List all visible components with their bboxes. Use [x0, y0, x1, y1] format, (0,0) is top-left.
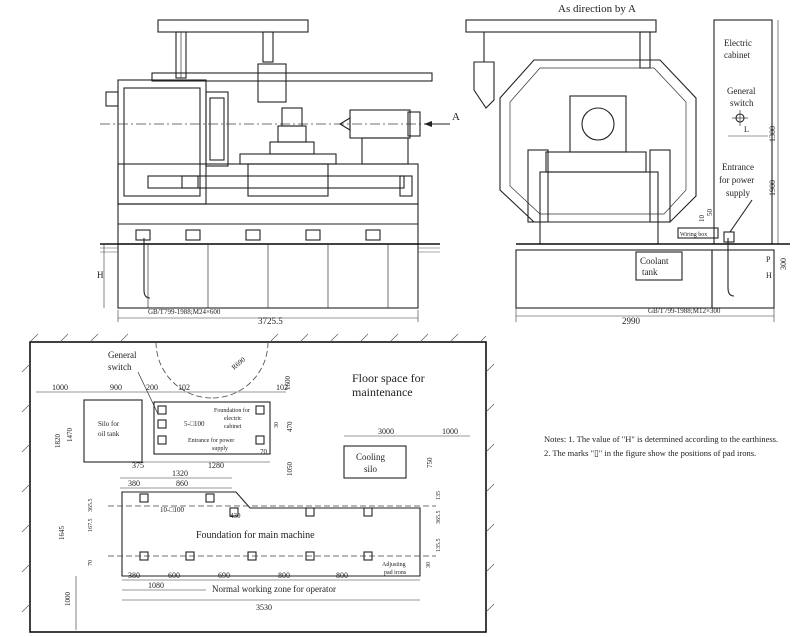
dim-600: 600: [168, 571, 180, 580]
dim-470: 470: [286, 421, 294, 432]
wiring-box-label: Wiring box: [680, 232, 707, 238]
side-width: 2990: [622, 316, 641, 326]
maintenance-label-1: Floor space for: [352, 371, 425, 385]
dim-300: 300: [779, 258, 788, 270]
dim-135b: 135.5: [436, 539, 442, 553]
dim-p: P: [766, 255, 771, 264]
maintenance-label-2: maintenance: [352, 385, 413, 399]
dim-1820: 1820: [54, 434, 62, 449]
coolant-label-2: tank: [642, 267, 658, 277]
general-switch-label-2: switch: [108, 362, 132, 372]
dim-70a: 70: [260, 448, 268, 456]
hole-large-label: 10-□100: [160, 506, 185, 514]
entrance-power-label-2: supply: [212, 446, 228, 452]
general-switch-label-1: General: [108, 350, 137, 360]
dim-900: 900: [110, 383, 122, 392]
dim-1320: 1320: [172, 469, 188, 478]
side-view-title: As direction by A: [558, 3, 636, 15]
dim-365b: 365.5: [436, 511, 442, 525]
note-line-2: 2. The marks "▯" in the figure show the …: [544, 448, 756, 458]
dim-167: 167.5: [88, 519, 94, 533]
cabinet-label-2: cabinet: [724, 50, 750, 60]
door-radius: R690: [230, 355, 247, 371]
cooling-silo-label-2: silo: [364, 464, 378, 474]
dim-1050: 1050: [286, 462, 294, 477]
working-zone-label: Normal working zone for operator: [212, 584, 336, 594]
foundation-cabinet-label-3: cabinet: [224, 424, 242, 430]
front-view: 3725.5 GB/T799-1988;M24×600 H A: [97, 19, 460, 326]
notes: Notes: 1. The value of "H" is determined…: [544, 434, 778, 458]
power-label-1: Entrance: [722, 162, 754, 172]
coolant-label-1: Coolant: [640, 256, 669, 266]
dim-h-side: H: [766, 271, 772, 280]
dim-10: 10: [698, 215, 706, 223]
side-view: As direction by A Electric cabinet Gener…: [465, 3, 790, 326]
dim-135a: 135: [436, 491, 442, 500]
dim-1300: 1300: [768, 126, 777, 142]
entrance-power-label-1: Entrance for power: [188, 437, 234, 444]
dim-l: L: [744, 125, 749, 134]
front-height-h: H: [97, 270, 104, 280]
front-foundation-bolt: GB/T799-1988;M24×600: [148, 308, 221, 316]
dim-1000b: 1000: [442, 427, 458, 436]
cooling-silo-label-1: Cooling: [356, 452, 386, 462]
plan-view: R690 1600 Floor space for maintenance Ge…: [21, 333, 495, 633]
dim-3530: 3530: [256, 603, 272, 612]
dim-50: 50: [706, 209, 714, 217]
front-length: 3725.5: [258, 316, 283, 326]
power-label-2: for power: [719, 175, 754, 185]
dim-1000a: 1000: [52, 383, 68, 392]
foundation-main-label: Foundation for main machine: [196, 530, 315, 541]
power-label-3: supply: [726, 188, 751, 198]
dim-430: 430: [230, 512, 241, 520]
note-line-1: Notes: 1. The value of "H" is determined…: [544, 434, 778, 444]
switch-label-2: switch: [730, 98, 754, 108]
dim-1600: 1600: [284, 376, 292, 391]
dim-800b: 800: [336, 571, 348, 580]
dim-200: 200: [146, 383, 158, 392]
dim-1470: 1470: [66, 428, 74, 443]
dim-800a: 800: [278, 571, 290, 580]
side-foundation-bolt: GB/T799-1988;M12×300: [648, 307, 721, 315]
dim-1080: 1080: [148, 581, 164, 590]
dim-750: 750: [426, 457, 434, 468]
silo-oil-label-1: Silo for: [98, 420, 120, 428]
hole-small-label: 5-□100: [184, 420, 205, 428]
dim-380b: 380: [128, 571, 140, 580]
dim-3000: 3000: [378, 427, 394, 436]
silo-oil-label-2: oil tank: [98, 430, 120, 438]
adjusting-label-1: Adjusting: [382, 562, 406, 568]
dim-1900: 1900: [768, 180, 777, 196]
dim-860: 860: [176, 479, 188, 488]
direction-arrow-label: A: [452, 111, 460, 123]
dim-1000c: 1000: [64, 592, 72, 607]
dim-102b: 102: [276, 383, 288, 392]
adjusting-label-2: pad irons: [384, 570, 407, 576]
dim-375: 375: [132, 461, 144, 470]
dim-690: 690: [218, 571, 230, 580]
dim-1645: 1645: [58, 526, 66, 541]
cabinet-label-1: Electric: [724, 38, 752, 48]
dim-1280: 1280: [208, 461, 224, 470]
switch-label-1: General: [727, 86, 756, 96]
dim-30a: 30: [274, 422, 280, 428]
foundation-cabinet-label-1: Foundation for: [214, 407, 250, 414]
dim-365a: 365.5: [88, 499, 94, 513]
dim-70b: 70: [88, 560, 94, 566]
dim-380a: 380: [128, 479, 140, 488]
dim-30b: 30: [426, 562, 432, 568]
foundation-cabinet-label-2: electric: [224, 416, 242, 422]
dim-102a: 102: [178, 383, 190, 392]
